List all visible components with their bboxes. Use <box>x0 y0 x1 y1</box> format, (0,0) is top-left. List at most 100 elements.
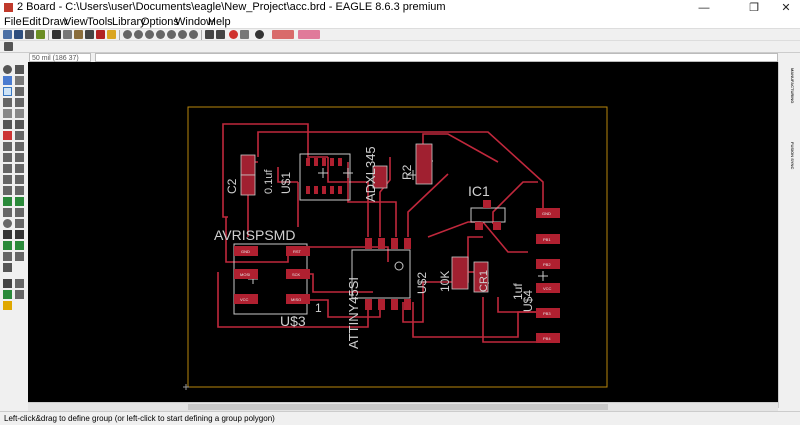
display-icon[interactable] <box>3 76 12 85</box>
command-bar: 50 mil (186 37) <box>0 52 800 63</box>
open-icon[interactable] <box>3 30 12 39</box>
zoom-fit-icon[interactable] <box>123 30 132 39</box>
cr1-body <box>473 261 489 293</box>
command-line-input[interactable] <box>95 53 778 62</box>
drc-icon[interactable] <box>3 290 12 299</box>
line-icon[interactable] <box>3 208 12 217</box>
mirror-icon[interactable] <box>3 109 12 118</box>
print-icon[interactable] <box>25 30 34 39</box>
menu-edit[interactable]: Edit <box>22 16 41 28</box>
pcb-layout: GND RST MOSI SCK VCC MISO GND PB1 PB2 VC… <box>183 106 608 390</box>
zoom-in-icon[interactable] <box>134 30 143 39</box>
pad-label: MISO <box>291 297 301 302</box>
undo-icon[interactable] <box>205 30 214 39</box>
wrench-icon[interactable] <box>15 120 24 129</box>
dimension-icon[interactable] <box>3 263 12 272</box>
scroll-thumb[interactable] <box>188 404 608 410</box>
polygon-icon[interactable] <box>15 230 24 239</box>
show-icon[interactable] <box>15 65 24 74</box>
optimize-icon[interactable] <box>15 175 24 184</box>
mark-icon[interactable] <box>15 76 24 85</box>
menu-draw[interactable]: Draw <box>42 16 68 28</box>
delete-icon[interactable] <box>3 120 12 129</box>
meander-icon[interactable] <box>3 186 12 195</box>
r10k-body <box>451 256 469 290</box>
schematic-icon[interactable] <box>63 30 72 39</box>
save-icon[interactable] <box>14 30 23 39</box>
stop-icon[interactable] <box>229 30 238 39</box>
split-icon[interactable] <box>15 164 24 173</box>
fanout-icon[interactable] <box>15 279 24 288</box>
select-arrow-icon[interactable] <box>3 87 12 96</box>
window-title: 2 Board - C:\Users\user\Documents\eagle\… <box>17 1 446 13</box>
info-icon[interactable] <box>3 65 12 74</box>
errors-icon[interactable] <box>15 290 24 299</box>
smash-icon[interactable] <box>3 153 12 162</box>
minimize-button[interactable]: — <box>698 2 710 14</box>
help-icon[interactable] <box>255 30 264 39</box>
warning-icon[interactable] <box>3 301 12 310</box>
label-us2: U$2 <box>415 272 429 294</box>
signal-icon[interactable] <box>15 241 24 250</box>
script-icon[interactable] <box>74 30 83 39</box>
go-icon[interactable] <box>240 30 249 39</box>
label-1uf: 1uf <box>511 283 525 300</box>
menu-file[interactable]: File <box>4 16 22 28</box>
paste-icon[interactable] <box>15 109 24 118</box>
pcb-quote-icon[interactable] <box>298 30 320 39</box>
zoom-area-icon[interactable] <box>178 30 187 39</box>
ulp-icon[interactable] <box>85 30 94 39</box>
replace-icon[interactable] <box>3 142 12 151</box>
close-button[interactable]: ✕ <box>781 2 791 14</box>
run-icon[interactable] <box>96 30 105 39</box>
change-icon[interactable] <box>15 131 24 140</box>
menu-options[interactable]: Options <box>141 16 179 28</box>
board-icon[interactable] <box>52 30 61 39</box>
layer-icon[interactable] <box>107 30 116 39</box>
redraw-icon[interactable] <box>189 30 198 39</box>
label-cr1: CR1 <box>478 270 490 292</box>
copy-icon[interactable] <box>3 98 12 107</box>
menu-view[interactable]: View <box>64 16 88 28</box>
text-icon[interactable] <box>15 208 24 217</box>
c2-pad <box>240 174 256 196</box>
attribute-icon[interactable] <box>15 252 24 261</box>
manufacturing-tab[interactable]: MANUFACTURING <box>790 68 795 104</box>
menu-window[interactable]: Window <box>175 16 215 28</box>
label-pin1: 1 <box>315 301 322 315</box>
rectangle-icon[interactable] <box>3 230 12 239</box>
zoom-select-icon[interactable] <box>167 30 176 39</box>
autoroute-icon[interactable] <box>15 197 24 206</box>
arc-icon[interactable] <box>15 219 24 228</box>
ripup-icon[interactable] <box>3 197 12 206</box>
grid-icon[interactable] <box>4 42 13 51</box>
miter-icon[interactable] <box>3 175 12 184</box>
board-canvas[interactable]: GND RST MOSI SCK VCC MISO GND PB1 PB2 VC… <box>28 62 778 402</box>
menu-library[interactable]: Library <box>112 16 146 28</box>
cam-icon[interactable] <box>36 30 45 39</box>
fusion-sync-tab[interactable]: FUSION SYNC <box>790 142 795 170</box>
route-icon[interactable] <box>15 186 24 195</box>
horizontal-scrollbar[interactable] <box>28 402 778 412</box>
hole-icon[interactable] <box>3 252 12 261</box>
redo-icon[interactable] <box>216 30 225 39</box>
name-icon[interactable] <box>15 153 24 162</box>
pad-label: VCC <box>543 286 552 291</box>
via-icon[interactable] <box>3 241 12 250</box>
rotate-icon[interactable] <box>15 98 24 107</box>
lock-icon[interactable] <box>15 142 24 151</box>
layer-label <box>2 53 24 62</box>
circle-icon[interactable] <box>3 219 12 228</box>
label-us3: U$3 <box>280 313 306 329</box>
ratsnest-icon[interactable] <box>3 279 12 288</box>
menu-tools[interactable]: Tools <box>87 16 113 28</box>
maximize-button[interactable]: ❐ <box>749 2 759 14</box>
zoom-out-icon[interactable] <box>145 30 154 39</box>
move-icon[interactable] <box>15 87 24 96</box>
label-us4: U$4 <box>521 290 535 312</box>
value-icon[interactable] <box>3 164 12 173</box>
group-icon[interactable] <box>3 131 12 140</box>
design-link-icon[interactable] <box>272 30 294 39</box>
menu-help[interactable]: Help <box>208 16 231 28</box>
zoom-last-icon[interactable] <box>156 30 165 39</box>
